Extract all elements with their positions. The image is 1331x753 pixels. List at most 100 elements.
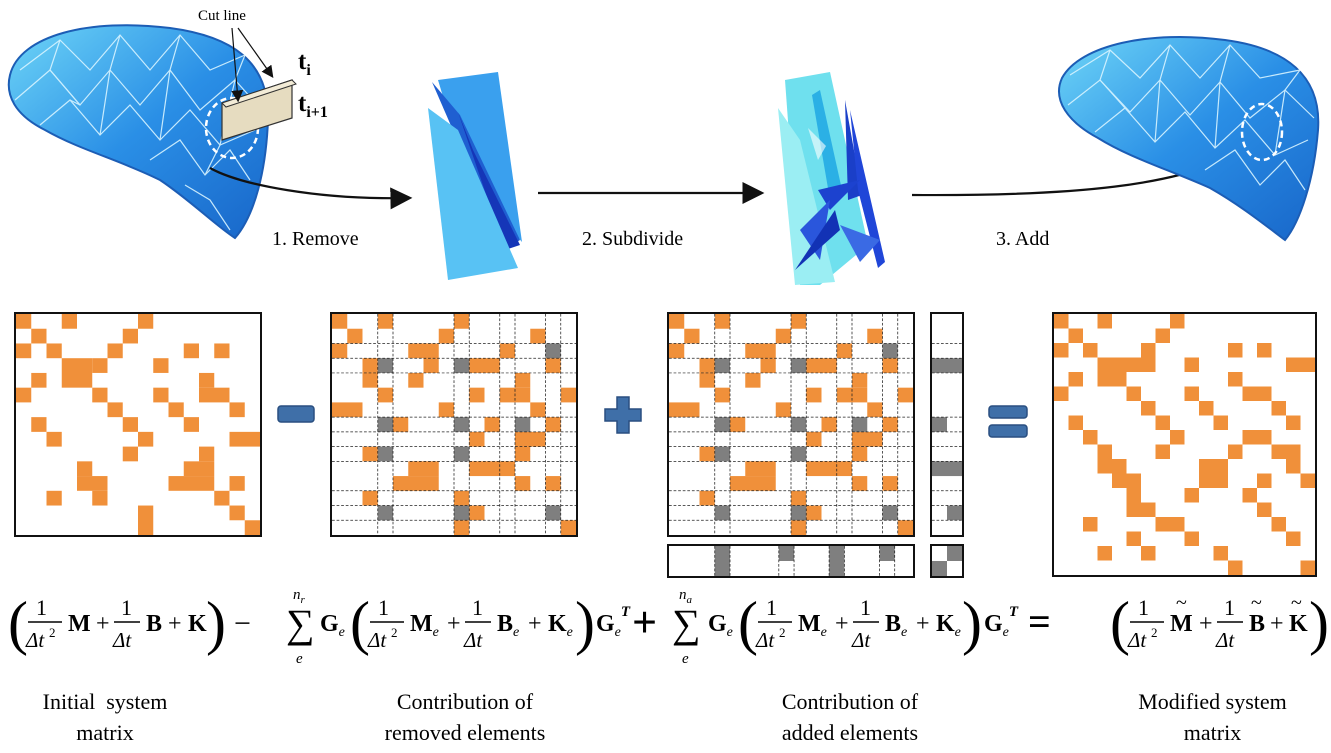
svg-text:Ke: Ke [548, 611, 573, 640]
svg-text:1: 1 [860, 595, 871, 620]
initial-mesh-icon [7, 24, 270, 240]
caption-added-line2: added elements [781, 720, 919, 745]
added-extra-row-pattern [714, 546, 896, 576]
svg-text:+: + [528, 611, 542, 637]
svg-text:Δt: Δt [1215, 628, 1235, 652]
svg-text:): ) [1309, 590, 1329, 656]
svg-text:Δt: Δt [851, 628, 871, 652]
svg-text:1: 1 [1138, 595, 1149, 620]
svg-text:Δt: Δt [463, 628, 483, 652]
t-i1-text: t [298, 90, 307, 117]
svg-text:+: + [96, 611, 110, 637]
svg-text:−: − [234, 607, 251, 640]
svg-text:1: 1 [36, 595, 47, 620]
t-i-subscript: i [306, 62, 311, 79]
svg-text:Δt: Δt [367, 628, 387, 652]
svg-text:2: 2 [779, 625, 786, 640]
svg-text:Be: Be [885, 611, 907, 640]
step-subdivide-label: 2. Subdivide [582, 228, 684, 250]
caption-initial-line1: Initial system [42, 689, 168, 714]
top-illustration [7, 24, 1320, 285]
added-matrix-pattern [669, 314, 913, 535]
formula-initial: ( 1 Δt 2 M + 1 Δt B + K ) [8, 590, 226, 656]
svg-text:): ) [206, 590, 226, 656]
minus-operator-icon [277, 405, 315, 423]
svg-text:∑: ∑ [286, 601, 315, 646]
svg-text:Be: Be [497, 611, 519, 640]
svg-text:+: + [447, 611, 461, 637]
svg-text:1: 1 [378, 595, 389, 620]
svg-text:+: + [1270, 611, 1284, 637]
svg-text:2: 2 [391, 625, 398, 640]
svg-text:1: 1 [1224, 595, 1235, 620]
svg-text:M: M [68, 611, 91, 637]
added-contribution-matrix [667, 312, 915, 537]
modified-matrix [1052, 312, 1317, 577]
modified-mesh-icon [1058, 35, 1320, 242]
remove-arrow [209, 167, 413, 210]
svg-text:GeT: GeT [984, 604, 1019, 640]
added-extra-column-pattern [932, 343, 962, 521]
svg-text:~: ~ [1251, 592, 1262, 614]
step-add-label: 3. Add [996, 228, 1050, 250]
svg-text:~: ~ [1176, 592, 1187, 614]
svg-text:): ) [575, 590, 595, 656]
added-corner-pattern [932, 546, 962, 576]
svg-text:=: = [1028, 599, 1051, 644]
modified-matrix-pattern [1054, 314, 1315, 575]
formula-removed: − ∑ nr e Ge ( 1 Δt 2 Me + 1 Δt Be + Ke )… [234, 587, 631, 667]
t-i-text: t [298, 48, 307, 75]
svg-text:Me: Me [798, 611, 827, 640]
added-extra-column [930, 312, 964, 537]
caption-modified-line1: Modified system [1138, 689, 1287, 714]
t-i1-label: ti+1 [298, 90, 328, 122]
svg-text:e: e [296, 651, 303, 667]
svg-text:Me: Me [410, 611, 439, 640]
svg-text:+: + [916, 611, 930, 637]
svg-text:K: K [188, 611, 207, 637]
svg-text:e: e [682, 651, 689, 667]
removed-contribution-matrix [330, 312, 578, 537]
svg-text:1: 1 [766, 595, 777, 620]
removed-elements-icon [428, 72, 522, 280]
svg-text:Ke: Ke [936, 611, 961, 640]
caption-removed-line2: removed elements [384, 720, 546, 745]
added-corner-block [930, 544, 964, 578]
svg-text:Δt: Δt [25, 628, 45, 652]
removed-matrix-pattern [332, 314, 576, 535]
svg-text:1: 1 [121, 595, 132, 620]
svg-text:+: + [632, 598, 657, 647]
svg-text:Ge: Ge [320, 611, 345, 640]
svg-text:(: ( [738, 590, 758, 656]
svg-text:): ) [962, 590, 982, 656]
t-i1-subscript: i+1 [306, 104, 328, 121]
svg-text:B: B [1249, 611, 1265, 637]
caption-initial-line2: matrix [76, 720, 134, 745]
svg-text:+: + [1199, 611, 1213, 637]
svg-text:Δt: Δt [112, 628, 132, 652]
cut-line-pointers [231, 27, 274, 103]
cut-line-label: Cut line [198, 8, 246, 24]
svg-text:+: + [835, 611, 849, 637]
svg-text:K: K [1289, 611, 1308, 637]
caption-removed-line1: Contribution of [396, 689, 534, 714]
initial-matrix [14, 312, 262, 537]
plus-operator-icon [604, 396, 642, 434]
svg-text:+: + [168, 611, 182, 637]
svg-text:(: ( [1110, 590, 1130, 656]
formula-modified: = ( 1 Δt 2 M ~ + 1 Δt B ~ + K ~ ) [1028, 590, 1329, 656]
svg-text:Δt: Δt [1127, 628, 1147, 652]
svg-text:1: 1 [472, 595, 483, 620]
caption-added: Contribution of added elements [730, 686, 970, 748]
added-extra-row [667, 544, 915, 578]
t-i-label: ti [298, 48, 311, 80]
caption-removed: Contribution of removed elements [345, 686, 585, 748]
subdivided-elements-icon [778, 72, 885, 285]
caption-added-line1: Contribution of [781, 689, 919, 714]
equals-operator-icon [988, 405, 1028, 438]
svg-text:2: 2 [1151, 625, 1158, 640]
svg-text:GeT: GeT [596, 604, 631, 640]
formula-row: ( 1 Δt 2 M + 1 Δt B + K ) − ∑ nr e Ge ( … [8, 587, 1329, 667]
svg-text:2: 2 [49, 625, 56, 640]
svg-text:~: ~ [1291, 592, 1302, 614]
